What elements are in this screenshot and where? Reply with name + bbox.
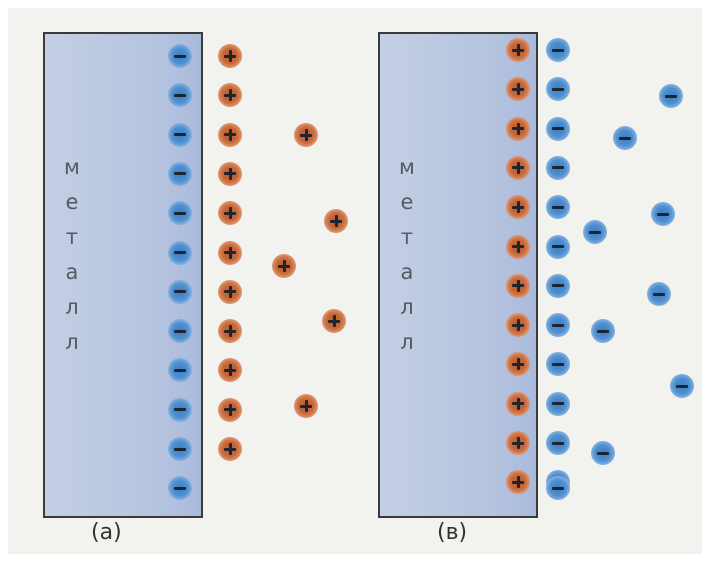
positive-ion-surface [218,83,242,108]
negative-ion-surface [168,83,192,108]
positive-ion-surface [218,44,242,68]
negative-ion-surface [546,391,570,416]
panel-caption-b: (в) [437,520,468,545]
negative-ion-surface [546,195,570,220]
metal-label-letter: л [400,330,414,354]
positive-ion-surface [506,273,530,298]
positive-ion-surface [218,240,242,265]
metal-label-letter: е [65,190,79,214]
negative-ion-surface [168,437,192,461]
positive-ion-free [294,123,318,147]
positive-ion-surface [218,437,242,461]
negative-ion-surface [168,44,192,68]
negative-ion-free [591,441,615,465]
negative-ion-surface [168,201,192,226]
positive-ion-surface [506,234,530,259]
positive-ion-surface [506,470,530,495]
negative-ion-free [583,220,607,244]
positive-ion-surface [506,77,530,102]
positive-ion-surface [506,155,530,180]
negative-ion-surface [546,77,570,102]
positive-ion-surface [506,195,530,220]
negative-ion-surface [546,234,570,259]
positive-ion-surface [506,38,530,62]
negative-ion-surface [168,240,192,265]
metal-label-letter: а [400,260,414,284]
negative-ion-surface [168,319,192,344]
positive-ion-surface [218,122,242,147]
negative-ion-surface [168,161,192,186]
positive-ion-surface [506,431,530,455]
negative-ion-free [591,319,615,343]
negative-ion-free [546,476,570,500]
positive-ion-surface [218,161,242,186]
negative-ion-free [651,202,675,226]
metal-label-letter: м [64,155,80,179]
metal-label-letter: а [65,260,79,284]
positive-ion-surface [506,116,530,141]
positive-ion-free [324,209,348,233]
metal-label-letter: л [65,330,79,354]
positive-ion-surface [218,279,242,304]
negative-ion-free [659,84,683,108]
negative-ion-surface [168,279,192,304]
negative-ion-surface [168,358,192,383]
positive-ion-surface [218,358,242,383]
positive-ion-surface [218,201,242,226]
negative-ion-surface [168,476,192,501]
positive-ion-surface [506,313,530,338]
positive-ion-surface [218,319,242,344]
negative-ion-free [613,126,637,150]
metal-label-letter: л [400,295,414,319]
positive-ion-free [322,309,346,333]
metal-label-letter: т [400,225,414,249]
panel-caption-a: (а) [91,520,122,545]
positive-ion-free [272,254,296,278]
positive-ion-surface [506,352,530,377]
negative-ion-surface [546,431,570,455]
negative-ion-surface [546,38,570,62]
negative-ion-free [647,282,671,306]
negative-ion-surface [546,155,570,180]
metal-label-letter: л [65,295,79,319]
positive-ion-surface [218,397,242,422]
positive-ion-surface [506,391,530,416]
negative-ion-surface [168,122,192,147]
metal-label-letter: е [400,190,414,214]
negative-ion-surface [546,273,570,298]
positive-ion-free [294,394,318,418]
metal-label-letter: м [399,155,415,179]
negative-ion-surface [546,352,570,377]
metal-label-letter: т [65,225,79,249]
negative-ion-surface [546,313,570,338]
negative-ion-free [670,374,694,398]
negative-ion-surface [546,116,570,141]
negative-ion-surface [168,397,192,422]
